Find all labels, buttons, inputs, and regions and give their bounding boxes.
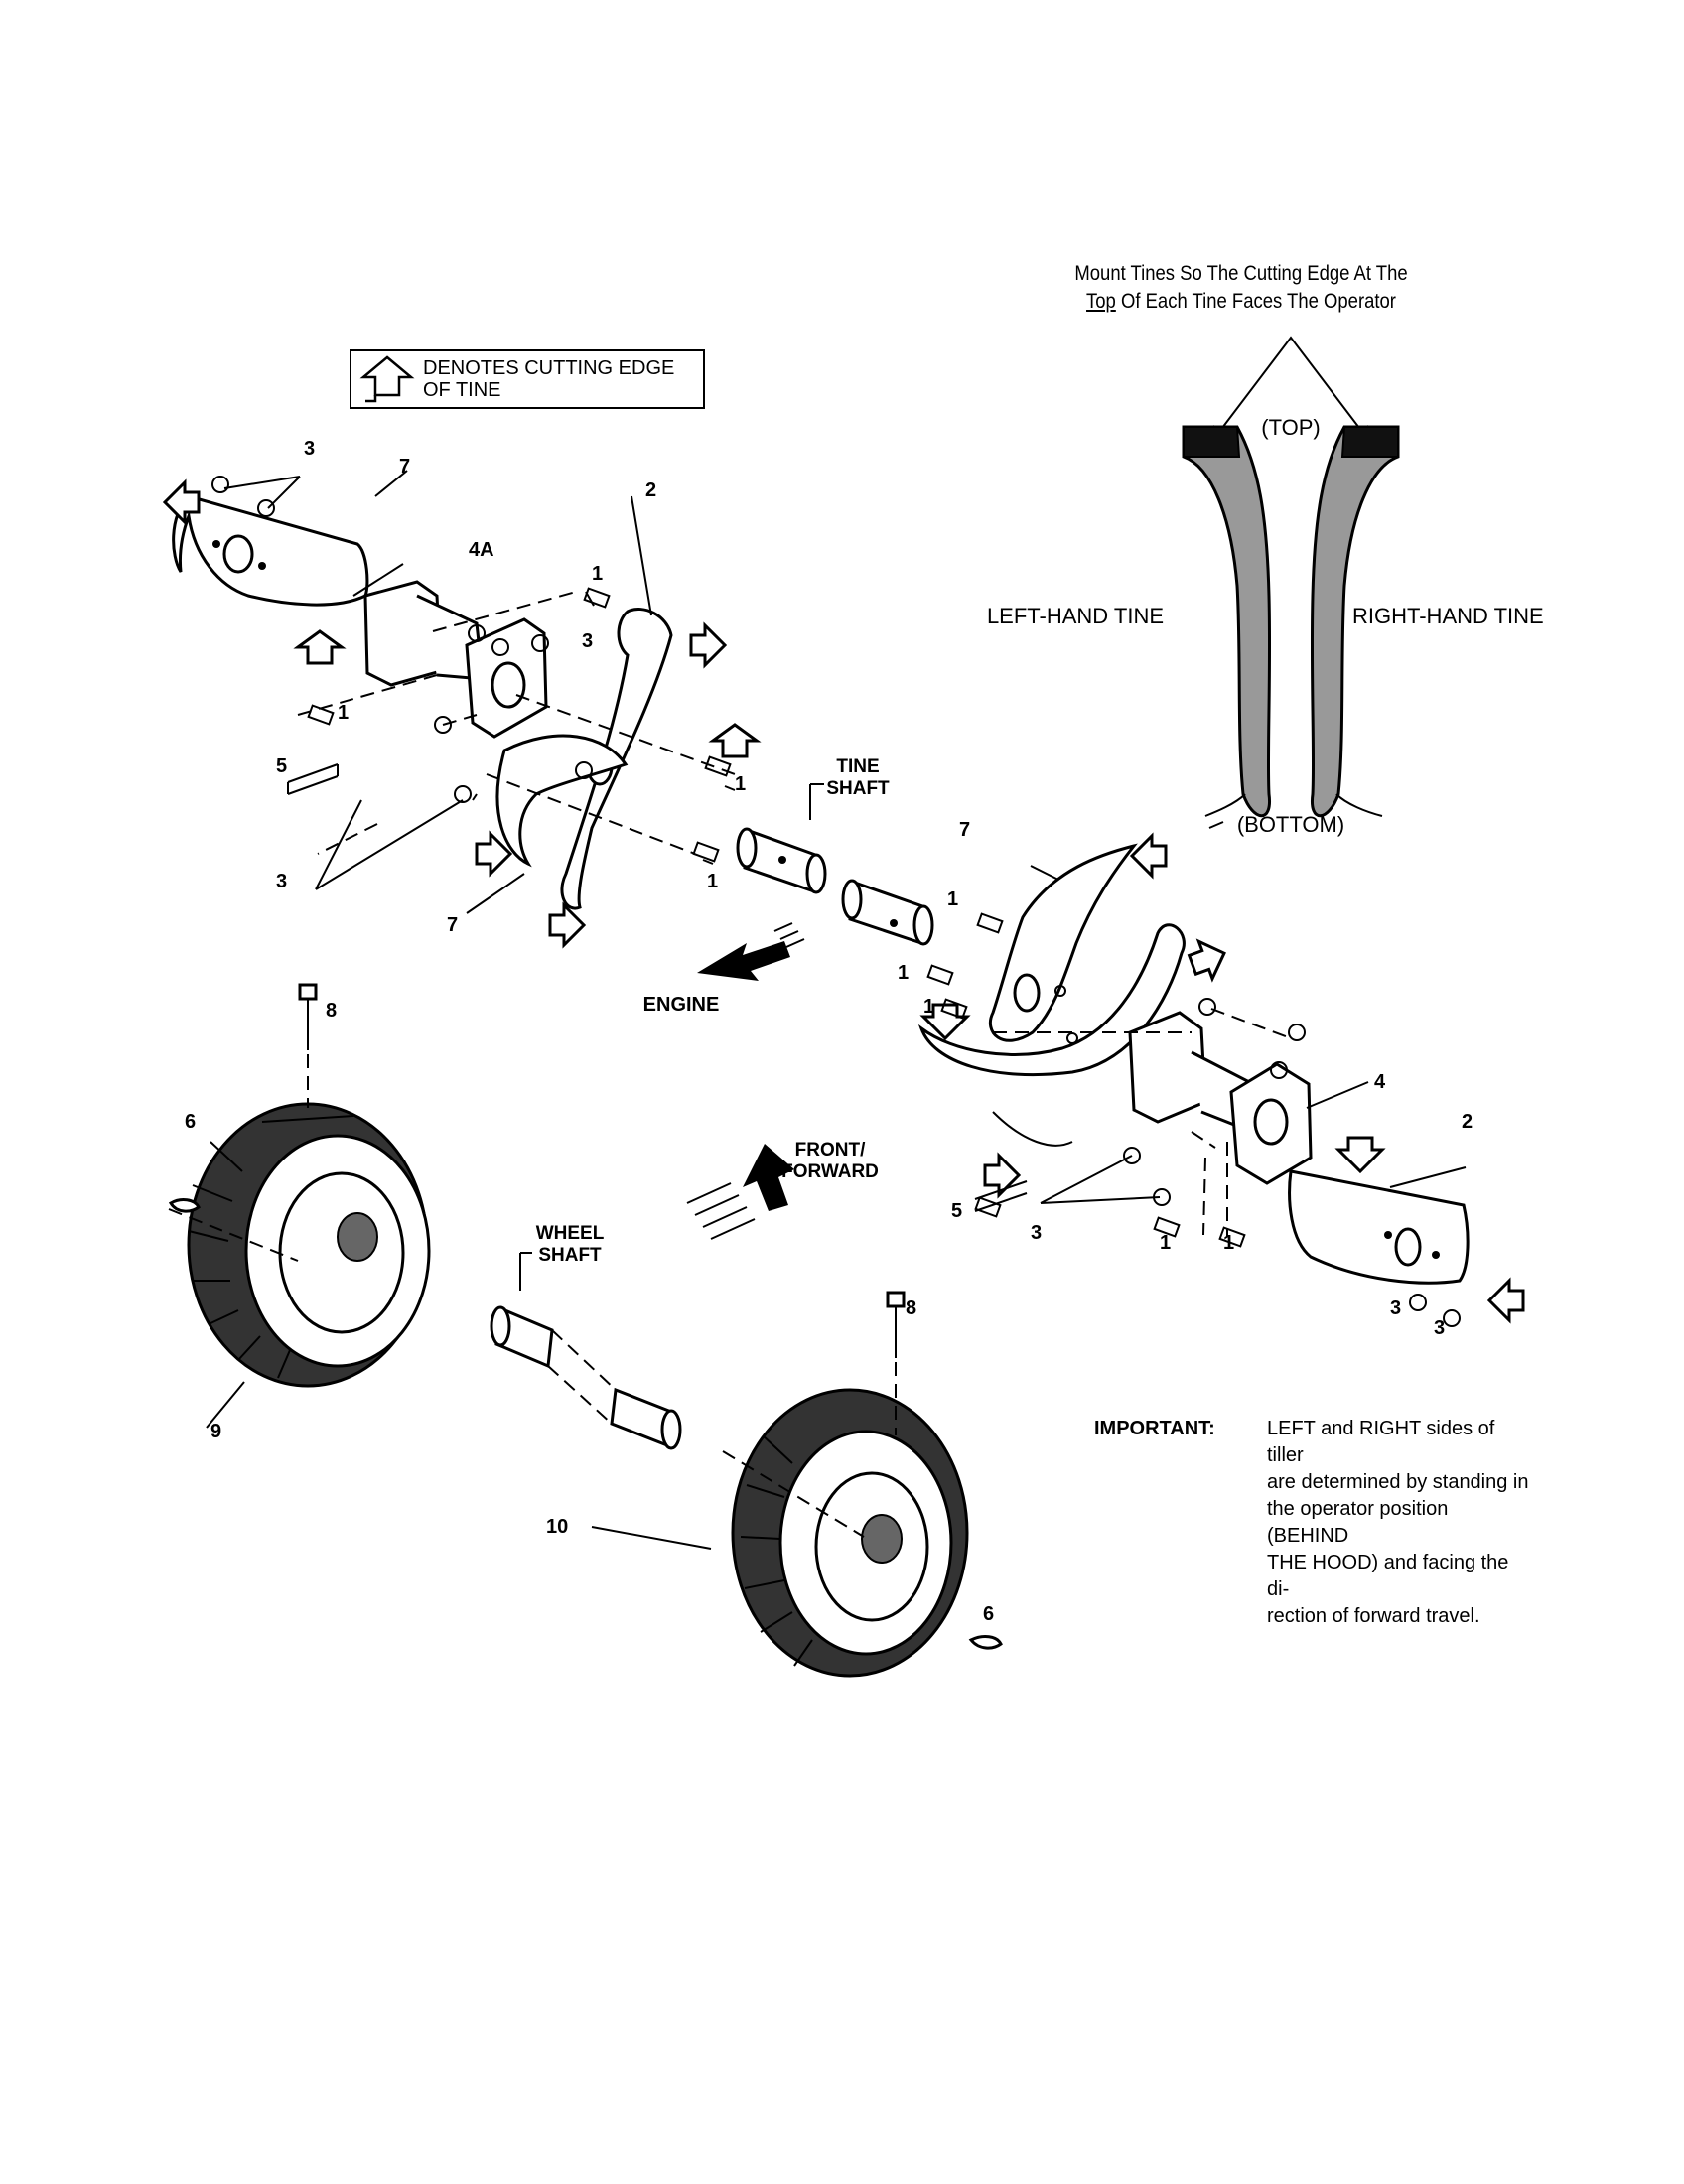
wheel-shaft [490,1252,682,1450]
important-line-2: are determined by standing in [1267,1471,1529,1493]
left-lower-tine-7 [495,734,629,868]
front-label-2: FORWARD [781,1161,879,1182]
tine-orientation-illustration: (TOP) (BOTTOM) LEFT-HAND TINE RIGHT-HAND… [987,336,1544,837]
callout-1-b: 1 [338,702,349,724]
cutting-edge-arrow-icon [359,355,415,403]
left-hand-tine [1182,425,1272,818]
callouts: 3 7 4A 2 1 3 1 5 1 3 1 7 7 1 1 1 4 2 5 3… [185,438,1473,1625]
callout-7-right: 7 [959,819,970,841]
right-wheel-10 [722,1388,969,1678]
wheel-pins-and-clips [168,983,1003,1650]
important-line-1: LEFT and RIGHT sides of tiller [1267,1418,1495,1466]
callout-3-right-a: 3 [1390,1297,1401,1319]
mount-note-line-1: Mount Tines So The Cutting Edge At The [1074,262,1408,285]
tine-bottom-label: (BOTTOM) [1237,812,1344,837]
callout-1-g: 1 [923,996,934,1018]
callout-5-left: 5 [276,755,287,777]
tine-shaft-label-1: TINE [836,756,879,777]
callout-1-c: 1 [735,773,746,795]
callout-5-right: 5 [951,1200,962,1222]
callout-3-hub: 3 [582,630,593,652]
engine-direction-arrow [697,922,805,981]
callout-2-left: 2 [645,479,656,501]
front-label-1: FRONT/ [795,1140,866,1160]
right-outer-tine-2 [1288,1169,1470,1285]
important-line-4: THE HOOD) and facing the di- [1267,1552,1509,1600]
legend-line-2: OF TINE [423,379,501,401]
callout-6-right: 6 [983,1603,994,1625]
callout-7-bottom-left: 7 [447,914,458,936]
callout-10: 10 [546,1516,568,1538]
left-outer-tine [172,494,369,607]
callout-1-f: 1 [898,962,909,984]
left-hand-tine-label: LEFT-HAND TINE [987,604,1164,628]
right-upper-tine-7 [988,843,1138,1042]
callout-6-left: 6 [185,1111,196,1133]
tine-shaft [736,783,934,946]
cutting-edge-legend: DENOTES CUTTING EDGE OF TINE [350,349,705,409]
callout-3-bottom-left: 3 [276,871,287,892]
important-key: IMPORTANT: [1094,1418,1215,1439]
mount-tines-note: Mount Tines So The Cutting Edge At The T… [1066,260,1416,316]
callout-3-right-b: 3 [1434,1317,1445,1339]
important-line-3: the operator position (BEHIND [1267,1498,1449,1547]
right-lower-tine [917,923,1186,1076]
mount-note-line-2-rest: Of Each Tine Faces The Operator [1115,290,1396,313]
legend-line-1: DENOTES CUTTING EDGE [423,357,675,379]
front-forward-arrow [686,1144,794,1240]
left-wheel-9 [168,1102,431,1388]
callout-1-i: 1 [1223,1232,1234,1254]
legend-text: DENOTES CUTTING EDGE OF TINE [423,357,674,401]
mount-note-top-word: Top [1086,290,1116,313]
tine-top-label: (TOP) [1261,415,1320,440]
callout-3-top-left: 3 [304,438,315,460]
callout-8-left: 8 [326,1000,337,1022]
callout-8-right: 8 [906,1297,916,1319]
callout-9: 9 [210,1421,221,1442]
callout-1-a: 1 [592,563,603,585]
callout-4: 4 [1374,1071,1386,1093]
wheel-shaft-label-2: SHAFT [538,1245,602,1266]
callout-1-h: 1 [1160,1232,1171,1254]
mount-note-line-2: Top Of Each Tine Faces The Operator [1066,288,1416,316]
callout-4a: 4A [469,539,494,561]
component-labels: TINE SHAFT ENGINE FRONT/ FORWARD WHEEL S… [536,756,890,1266]
callout-1-d: 1 [707,871,718,892]
callout-1-e: 1 [947,888,958,910]
right-hand-tine-label: RIGHT-HAND TINE [1352,604,1544,628]
callout-2-right: 2 [1462,1111,1473,1133]
right-tine-assembly [917,832,1525,1327]
callout-7-top-left: 7 [399,456,410,478]
right-hand-tine [1310,425,1400,818]
important-line-5: rection of forward travel. [1267,1605,1480,1627]
callout-3-right-hub: 3 [1031,1222,1042,1244]
engine-label: ENGINE [643,994,720,1016]
tine-shaft-label-2: SHAFT [826,778,890,799]
wheel-shaft-label-1: WHEEL [536,1223,605,1244]
left-tine-assembly [162,470,762,949]
important-body: LEFT and RIGHT sides of tiller are deter… [1267,1416,1535,1630]
